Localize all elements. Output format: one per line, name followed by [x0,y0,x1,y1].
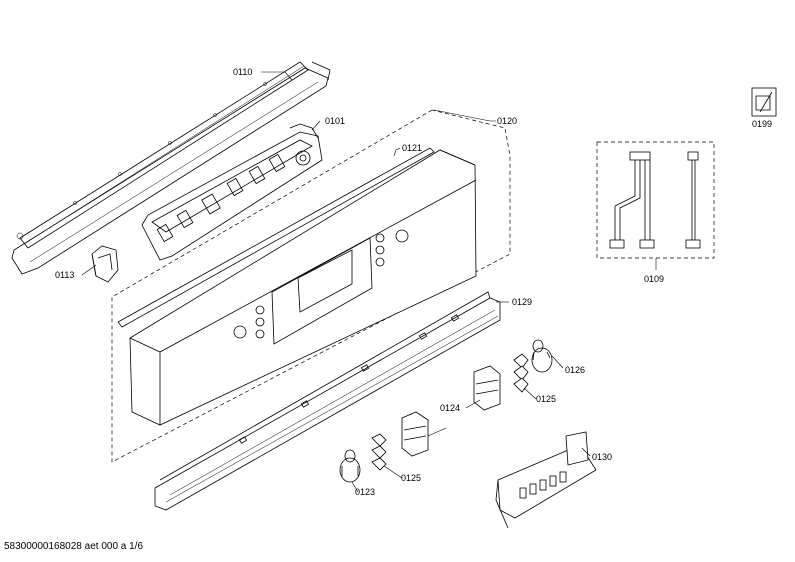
part-0125-button-lower[interactable] [371,433,387,471]
part-0124-button-block-lower[interactable] [401,411,429,457]
part-0123-knob[interactable] [339,449,361,483]
part-0101-control-module[interactable] [141,123,323,261]
part-0120-fascia-panel[interactable] [129,149,477,426]
leader-lines [81,71,657,493]
part-0121-strip[interactable] [117,147,435,328]
label-0120: 0120 [497,116,517,126]
label-0113: 0113 [55,270,74,280]
part-0130-holder[interactable] [495,431,597,529]
label-0101: 0101 [325,116,345,126]
label-0124: 0124 [440,403,460,413]
label-0110: 0110 [233,67,252,77]
part-0110-rail[interactable] [11,61,331,275]
label-0121: 0121 [402,143,422,153]
part-0124-button-block-upper[interactable] [473,365,501,411]
label-0130: 0130 [592,452,612,462]
service-tool-icon[interactable] [751,87,777,117]
part-0113-bracket[interactable] [91,245,119,283]
part-0126-knob[interactable] [531,339,553,373]
part-0125-button-upper[interactable] [513,353,529,393]
label-0109: 0109 [644,274,664,284]
part-0109-cable-harness[interactable] [596,141,715,259]
part-0129-trim-rail[interactable] [154,291,501,511]
label-0126: 0126 [565,365,585,375]
document-footer-id: 58300000168028 aet 000 a 1/6 [4,541,144,552]
label-0125-lower: 0125 [401,473,421,483]
label-0129: 0129 [512,297,532,307]
label-0123: 0123 [355,487,375,497]
label-0199: 0199 [752,119,772,129]
label-0125-upper: 0125 [536,394,556,404]
